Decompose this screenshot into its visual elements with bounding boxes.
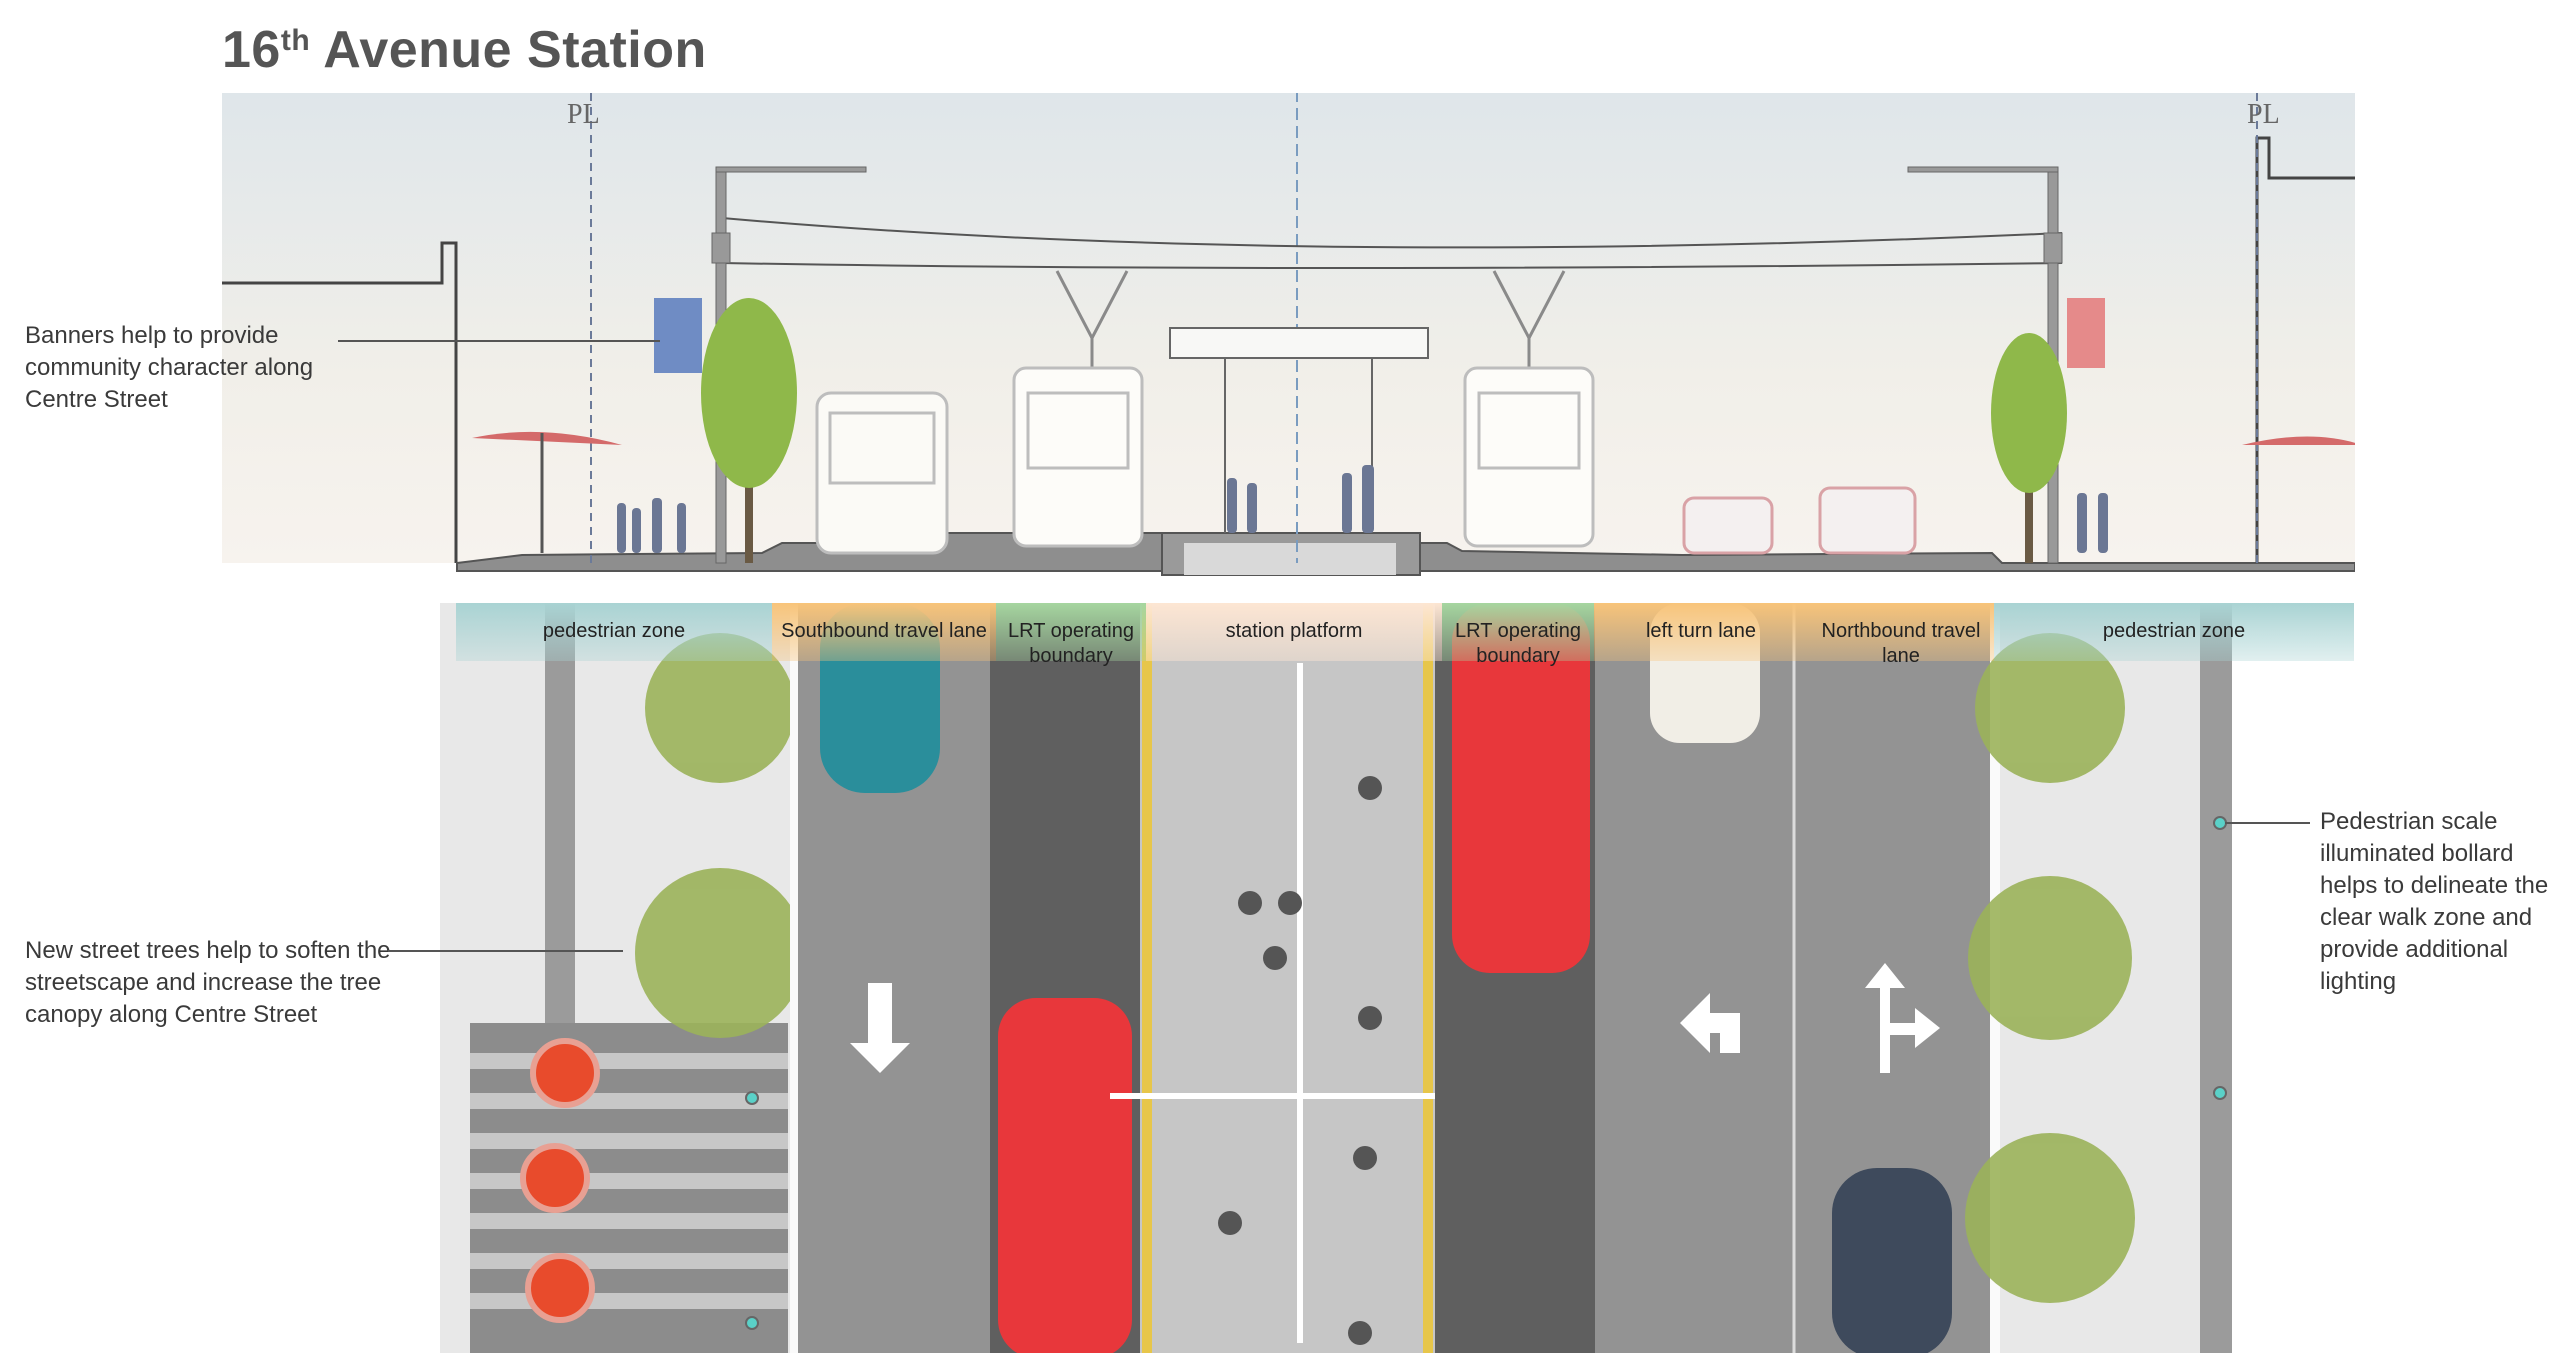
zone-label-lrt-boundary-right: LRT operating boundary: [1442, 603, 1594, 667]
property-line-label-left: PL: [567, 99, 600, 130]
property-line-label-right: PL: [2247, 99, 2280, 130]
callout-banners-leader: [338, 340, 660, 342]
zone-label-pedestrian-right: pedestrian zone: [1994, 603, 2354, 661]
car-elevation-1: [1682, 496, 1774, 555]
zone-label-southbound: Southbound travel lane: [772, 603, 996, 661]
zone-label-lrt-boundary-left: LRT operating boundary: [996, 603, 1146, 667]
zone-label-station-platform: station platform: [1146, 603, 1442, 661]
station-platform-plan: [1140, 603, 1435, 1353]
street-tree-plan-right: [1965, 633, 2135, 1303]
callout-bollard: Pedestrian scale illuminated bollard hel…: [2320, 808, 2549, 995]
street-plan-view: [440, 603, 2232, 1353]
pedestrians-left: [617, 498, 686, 553]
patio-umbrella-right: [2242, 436, 2355, 445]
lrt-train-left-elevation: [1012, 270, 1144, 548]
banner-right: [2067, 298, 2105, 368]
pedestrians-platform: [1227, 465, 1374, 533]
street-tree-plan-left: [635, 633, 805, 1038]
callout-trees: New street trees help to soften the stre…: [25, 937, 391, 1028]
callout-trees-leader: [388, 950, 623, 952]
patio-umbrella-left: [472, 431, 622, 445]
lrt-train-left: [998, 998, 1132, 1353]
page-title: 16th Avenue Station: [222, 21, 707, 79]
bus-elevation: [815, 391, 949, 555]
straight-right-arrow: [1865, 963, 1940, 1073]
callout-banners: Banners help to provide community charac…: [25, 322, 314, 413]
street-cross-section: PL PL: [222, 93, 2355, 576]
car-elevation-2: [1818, 486, 1917, 555]
callout-bollard-leader: [2225, 822, 2310, 824]
zone-label-left-turn: left turn lane: [1594, 603, 1808, 661]
banner-left: [654, 298, 702, 373]
zone-label-pedestrian-left: pedestrian zone: [456, 603, 772, 661]
car-dark: [1832, 1168, 1952, 1353]
platform-pedestrians: [1218, 776, 1382, 1345]
patio-table: [520, 1038, 600, 1323]
pedestrians-right: [2077, 493, 2108, 553]
left-turn-arrow: [1680, 993, 1740, 1053]
street-tree-left: [701, 298, 797, 563]
street-tree-right: [1991, 333, 2067, 563]
left-building-outline: [222, 241, 458, 563]
southbound-arrow: [850, 983, 910, 1073]
lrt-train-right-elevation: [1463, 270, 1595, 548]
bollard-icon: [745, 816, 2227, 1330]
lrt-train-right: [1452, 603, 1590, 973]
zone-label-northbound: Northbound travel lane: [1808, 603, 1994, 667]
